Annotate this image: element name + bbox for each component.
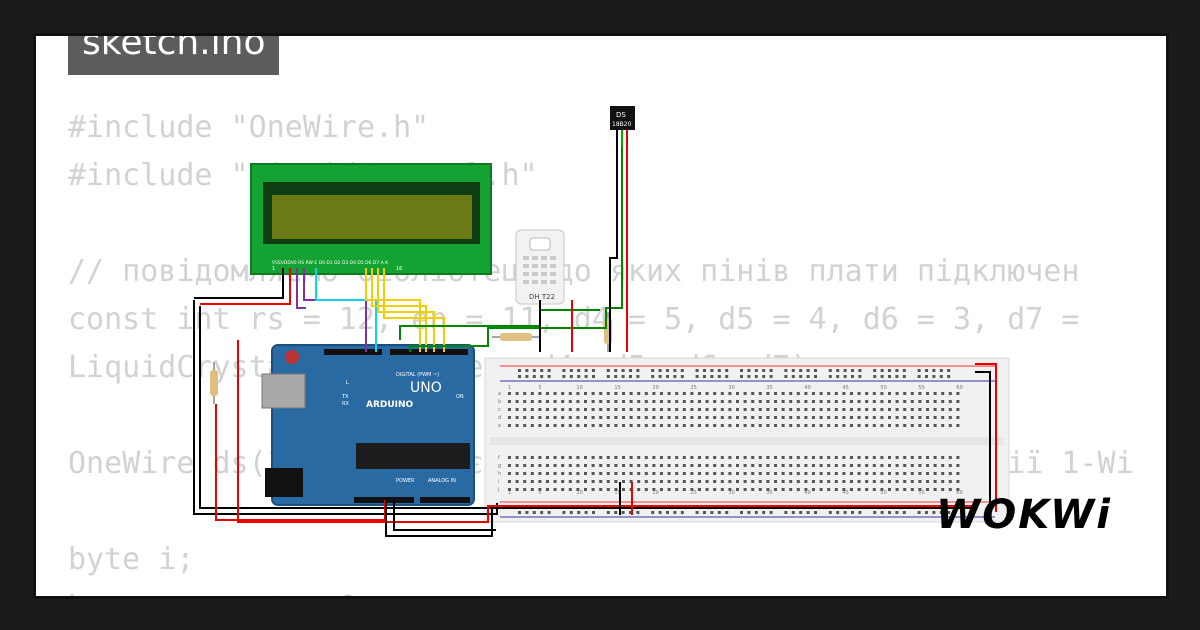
led-l-label: L (346, 380, 349, 386)
breadboard-column-number: 20 (652, 490, 658, 496)
breadboard-row-letter: e (498, 423, 501, 429)
breadboard-column-number: 5 (538, 385, 541, 391)
arduino-uno-board[interactable]: UNO ARDUINO DIGITAL (PWM ~) ANALOG IN PO… (261, 344, 475, 506)
breadboard-row-letter: c (498, 407, 501, 413)
wokwi-logo: WOKWi (936, 492, 1112, 538)
lcd-display[interactable]: VSSVDDV0 RS RW E D0 D1 D2 D3 D4 D5 D6 D7… (250, 163, 492, 275)
breadboard-column-number: 10 (576, 490, 582, 496)
code-line: byte i; (68, 542, 195, 577)
led-on-label: ON (456, 394, 464, 400)
breadboard-column-number: 55 (918, 385, 924, 391)
led-tx-label: TX (341, 394, 349, 400)
breadboard-column-number: 10 (576, 385, 582, 391)
code-line: const int rs = 12, en = 11, d4 = 5, d5 =… (68, 302, 1080, 337)
code-line: byte present = 0; (68, 584, 1134, 596)
breadboard-column-number: 60 (956, 385, 962, 391)
breadboard-column-number: 35 (766, 385, 772, 391)
circuit-diagram: VSSVDDV0 RS RW E D0 D1 D2 D3 D4 D5 D6 D7… (193, 106, 1010, 537)
breadboard[interactable]: 1155101015152020252530303535404045455050… (484, 357, 1010, 523)
breadboard-column-number: 25 (690, 490, 696, 496)
breadboard-row-letter: f (498, 455, 500, 461)
breadboard-column-number: 60 (956, 490, 962, 496)
breadboard-column-number: 50 (880, 385, 886, 391)
breadboard-column-number: 5 (538, 490, 541, 496)
breadboard-row-letter: d (498, 415, 501, 421)
breadboard-row-letter: i (498, 479, 499, 485)
dht22-sensor[interactable]: DH T22 (515, 229, 565, 305)
breadboard-row-letter: j (497, 487, 499, 493)
dht22-label: DH T22 (529, 293, 555, 301)
breadboard-column-number: 30 (728, 385, 734, 391)
breadboard-column-number: 35 (766, 490, 772, 496)
analog-header-label: ANALOG IN (428, 478, 456, 484)
code-line: #include "OneWire.h" (68, 110, 430, 145)
breadboard-column-number: 40 (804, 490, 810, 496)
digital-header-label: DIGITAL (PWM ~) (396, 372, 439, 378)
breadboard-row-letter: g (498, 463, 501, 469)
lcd-pin-16-label: 16 (396, 266, 402, 272)
resistor-1[interactable] (210, 362, 218, 404)
breadboard-column-number: 45 (842, 490, 848, 496)
breadboard-column-number: 25 (690, 385, 696, 391)
ds18b20-label-1: DS (616, 111, 626, 119)
resistor-2[interactable] (492, 333, 540, 341)
breadboard-column-number: 45 (842, 385, 848, 391)
ds18b20-sensor[interactable]: DS 18B20 (610, 106, 635, 146)
breadboard-column-number: 1 (508, 385, 511, 391)
breadboard-column-number: 15 (614, 490, 620, 496)
board-brand-label: ARDUINO (366, 400, 414, 410)
file-name-badge: sketch.ino (68, 36, 280, 75)
power-header-label: POWER (396, 478, 415, 484)
board-model-label: UNO (410, 380, 442, 396)
wires (193, 146, 997, 537)
breadboard-row-letter: a (498, 391, 501, 397)
breadboard-column-number: 15 (614, 385, 620, 391)
breadboard-row-letter: h (498, 471, 501, 477)
breadboard-column-number: 1 (508, 490, 511, 496)
ds18b20-label-2: 18B20 (612, 121, 632, 128)
breadboard-row-letter: b (498, 399, 501, 405)
lcd-pin-1-label: 1 (272, 266, 275, 272)
breadboard-column-number: 20 (652, 385, 658, 391)
breadboard-column-number: 55 (918, 490, 924, 496)
breadboard-column-number: 30 (728, 490, 734, 496)
breadboard-column-number: 50 (880, 490, 886, 496)
led-rx-label: RX (342, 401, 349, 407)
lcd-pin-labels: VSSVDDV0 RS RW E D0 D1 D2 D3 D4 D5 D6 D7… (272, 260, 389, 266)
preview-card: #include "OneWire.h"#include "LiquidCrys… (36, 36, 1166, 596)
breadboard-column-number: 40 (804, 385, 810, 391)
